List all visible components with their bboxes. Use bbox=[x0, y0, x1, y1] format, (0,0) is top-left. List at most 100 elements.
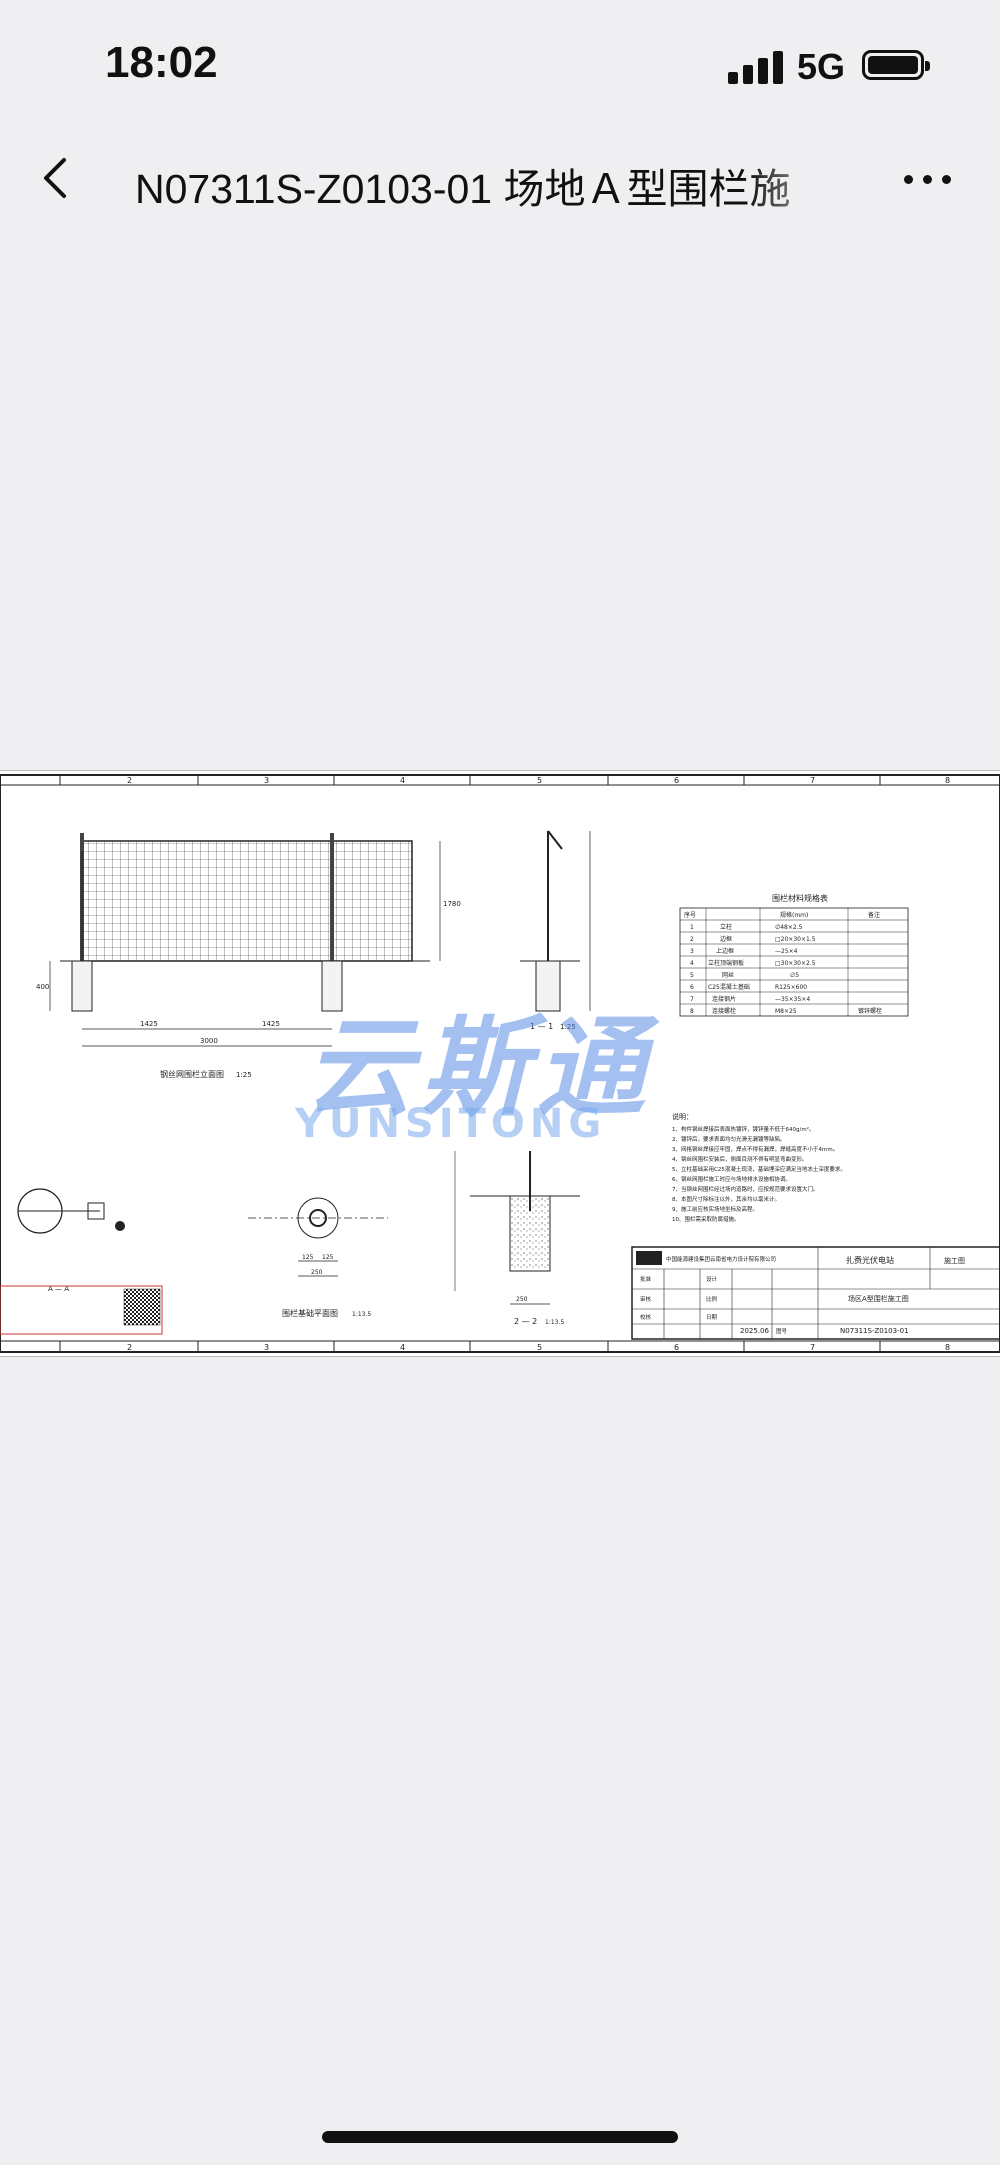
detail-a-a: A — A bbox=[0, 1188, 163, 1335]
home-indicator[interactable] bbox=[322, 2131, 678, 2143]
note: 2、镀锌后，要求表面均匀光滑无漏镀等缺陷。 bbox=[672, 1135, 786, 1143]
plan-title: 围栏基础平面图 bbox=[282, 1308, 338, 1318]
tb-label: 设计 bbox=[706, 1275, 718, 1283]
dim-label: 1425 bbox=[140, 1020, 158, 1028]
section-scale: 1:25 bbox=[560, 1023, 576, 1031]
table-row: 2 边框 □20×30×1.5 bbox=[690, 935, 816, 943]
svg-text:—35×35×4: —35×35×4 bbox=[775, 996, 810, 1003]
svg-text:2: 2 bbox=[690, 936, 694, 943]
note: 9、施工前应核实场地坐标及高程。 bbox=[672, 1205, 758, 1213]
tb-label: 批准 bbox=[640, 1275, 652, 1283]
note: 4、钢丝网围栏安装后，侧面目测不得有明显弯曲变形。 bbox=[672, 1155, 808, 1163]
col-number: 8 bbox=[945, 776, 950, 785]
back-button[interactable] bbox=[30, 150, 86, 206]
svg-text:4: 4 bbox=[690, 960, 694, 967]
note: 6、钢丝网围栏施工时应与场地排水设施相协调。 bbox=[672, 1175, 791, 1183]
notes: 说明： 1、构件钢丝焊接后表面热镀锌，镀锌量不低于640g/m²。 2、镀锌后，… bbox=[672, 1112, 846, 1223]
table-row: 6 C25混凝土基础 R125×600 bbox=[690, 983, 807, 991]
network-type: 5G bbox=[797, 46, 846, 87]
foundation-plan: 125 125 250 围栏基础平面图 1:13.5 bbox=[248, 1197, 388, 1318]
svg-text:7: 7 bbox=[690, 996, 694, 1003]
svg-text:R125×600: R125×600 bbox=[775, 984, 807, 991]
table-header: 序号 bbox=[684, 911, 696, 919]
tb-label: 日期 bbox=[706, 1314, 718, 1321]
tb-label: 审核 bbox=[640, 1295, 652, 1303]
svg-text:C25混凝土基础: C25混凝土基础 bbox=[708, 983, 750, 991]
elevation-scale: 1:25 bbox=[236, 1071, 252, 1079]
drawing-date: 2025.06 bbox=[740, 1327, 769, 1335]
col-number: 5 bbox=[537, 1343, 542, 1352]
col-number: 4 bbox=[400, 776, 405, 785]
section-scale: 1:13.5 bbox=[545, 1319, 564, 1326]
dim-label: 1425 bbox=[262, 1020, 280, 1028]
section-label: 2 — 2 bbox=[514, 1317, 537, 1326]
svg-text:8: 8 bbox=[690, 1008, 694, 1015]
signal-icon bbox=[728, 50, 784, 84]
col-number: 2 bbox=[127, 1343, 132, 1352]
col-number: 4 bbox=[400, 1343, 405, 1352]
dim-label: 250 bbox=[311, 1269, 323, 1276]
svg-text:5: 5 bbox=[690, 972, 694, 979]
svg-text:□30×30×2.5: □30×30×2.5 bbox=[775, 960, 816, 967]
plan-scale: 1:13.5 bbox=[352, 1311, 371, 1318]
table-row: 4 立柱顶端钢板 □30×30×2.5 bbox=[690, 959, 816, 967]
dim-label: 125 bbox=[302, 1254, 314, 1261]
col-number: 6 bbox=[674, 776, 679, 785]
tb-label: 比例 bbox=[706, 1295, 718, 1303]
elevation-title: 钢丝网围栏立面图 bbox=[160, 1069, 224, 1079]
svg-text:6: 6 bbox=[690, 984, 694, 991]
svg-text:上边框: 上边框 bbox=[716, 947, 734, 955]
note: 7、当钢丝网围栏经过场内道路时，应按规范要求设置大门。 bbox=[672, 1185, 819, 1193]
drawing-stage: 施工图 bbox=[944, 1256, 965, 1265]
section-2-2: 250 2 — 2 1:13.5 bbox=[454, 1151, 580, 1326]
svg-text:□20×30×1.5: □20×30×1.5 bbox=[775, 936, 816, 943]
svg-text:立柱顶端钢板: 立柱顶端钢板 bbox=[708, 959, 744, 967]
drawing-name: 场区A型围栏施工图 bbox=[848, 1294, 909, 1303]
note: 5、立柱基础采用C25混凝土现浇，基础埋深应满足当地冻土深度要求。 bbox=[672, 1165, 846, 1173]
fence-elevation: 1425 1425 3000 1780 400 钢丝网围栏立面图 1:25 bbox=[36, 833, 461, 1079]
document-title: N07311S-Z0103-01 场地Ａ型围栏施 bbox=[135, 166, 791, 211]
col-number: 7 bbox=[810, 1343, 815, 1352]
nav-bar: N07311S-Z0103-01 场地Ａ型围栏施 bbox=[0, 135, 1000, 225]
status-bar: 18:02 5G bbox=[0, 0, 1000, 130]
document-preview[interactable]: 2 3 4 5 6 7 8 2 3 4 5 6 7 8 bbox=[0, 770, 1000, 1357]
col-number: 3 bbox=[264, 776, 269, 785]
svg-text:M8×25: M8×25 bbox=[775, 1008, 797, 1015]
company-name: 中国能源建设集团云南省电力设计院有限公司 bbox=[666, 1255, 776, 1263]
dim-label: 1780 bbox=[443, 900, 461, 908]
col-number: 3 bbox=[264, 1343, 269, 1352]
col-number: 6 bbox=[674, 1343, 679, 1352]
svg-text:1: 1 bbox=[690, 924, 694, 931]
project-name: 扎赉光伏电站 bbox=[846, 1255, 894, 1265]
table-header: 规格(mm) bbox=[780, 911, 808, 919]
svg-text:—25×4: —25×4 bbox=[775, 948, 798, 955]
note: 8、本图尺寸除标注以外，其余均以毫米计。 bbox=[672, 1195, 780, 1203]
dim-label: 3000 bbox=[200, 1037, 218, 1045]
note: 3、网格钢丝焊接应牢固，焊点不得有漏焊，焊缝高度不小于4mm。 bbox=[672, 1145, 838, 1153]
table-header: 备注 bbox=[868, 911, 880, 919]
more-button[interactable] bbox=[898, 159, 958, 199]
drawing-number: N07311S-Z0103-01 bbox=[840, 1327, 909, 1335]
col-number: 7 bbox=[810, 776, 815, 785]
battery-icon bbox=[862, 50, 930, 80]
back-arrow-icon bbox=[44, 158, 66, 198]
cad-drawing: 2 3 4 5 6 7 8 2 3 4 5 6 7 8 bbox=[0, 774, 1000, 1353]
status-time: 18:02 bbox=[105, 38, 218, 87]
col-number: 8 bbox=[945, 1343, 950, 1352]
table-title: 围栏材料规格表 bbox=[772, 893, 828, 903]
section-label: A — A bbox=[48, 1285, 69, 1293]
svg-text:∅5: ∅5 bbox=[790, 972, 799, 979]
tb-label: 图号 bbox=[776, 1327, 788, 1335]
tb-label: 校核 bbox=[640, 1313, 652, 1321]
svg-text:3: 3 bbox=[690, 948, 694, 955]
svg-text:边框: 边框 bbox=[720, 935, 732, 943]
notes-title: 说明： bbox=[672, 1112, 693, 1121]
svg-text:∅48×2.5: ∅48×2.5 bbox=[775, 924, 803, 931]
section-1-1: 1 — 1 1:25 bbox=[520, 830, 591, 1031]
svg-text:镀锌螺栓: 镀锌螺栓 bbox=[858, 1007, 882, 1015]
